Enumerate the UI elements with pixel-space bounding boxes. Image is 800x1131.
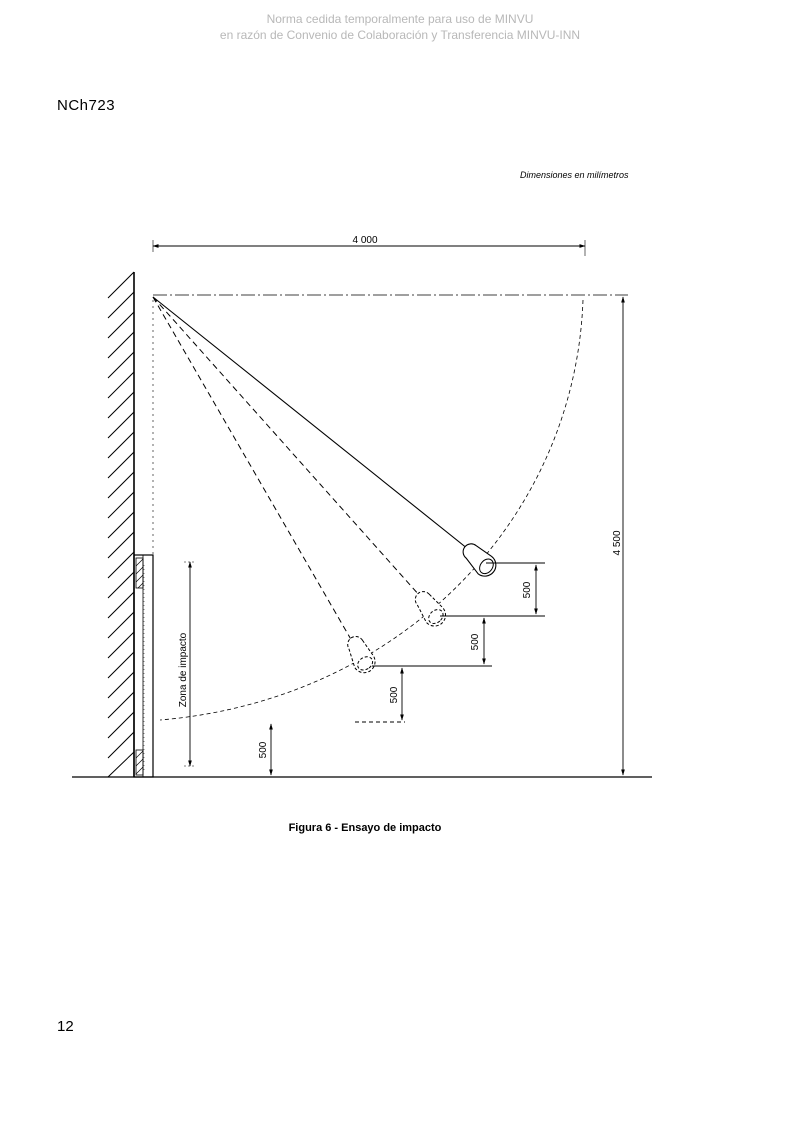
- watermark-line-1: Norma cedida temporalmente para uso de M…: [266, 12, 534, 26]
- width-dimension-label: 4 000: [352, 235, 377, 246]
- pendulum-rope-high: [152, 296, 479, 558]
- step-1-dimension-label: 500: [522, 581, 533, 598]
- page-number: 12: [57, 1018, 74, 1035]
- base-dimension-label: 500: [258, 741, 269, 758]
- impact-zone-label: Zona de impacto: [178, 632, 189, 707]
- test-specimen: [133, 554, 154, 778]
- impact-bag-middle: [414, 591, 447, 627]
- pendulum-rope-middle: [152, 296, 429, 606]
- document-code: NCh723: [57, 97, 116, 114]
- watermark-line-2: en razón de Convenio de Colaboración y T…: [219, 28, 581, 42]
- step-2-dimension-label: 500: [470, 633, 481, 650]
- wall: [107, 271, 135, 778]
- height-dimension-label: 4 500: [612, 530, 623, 555]
- drop-reference-lines: [355, 562, 545, 723]
- pendulum-arc: [159, 299, 584, 721]
- step-3-dimension-label: 500: [389, 686, 400, 703]
- dimensions-note: Dimensiones en milímetros: [520, 170, 629, 180]
- figure-caption: Figura 6 - Ensayo de impacto: [288, 822, 442, 834]
- pendulum-rope-low: [152, 296, 361, 656]
- impact-bag-low: [347, 636, 376, 674]
